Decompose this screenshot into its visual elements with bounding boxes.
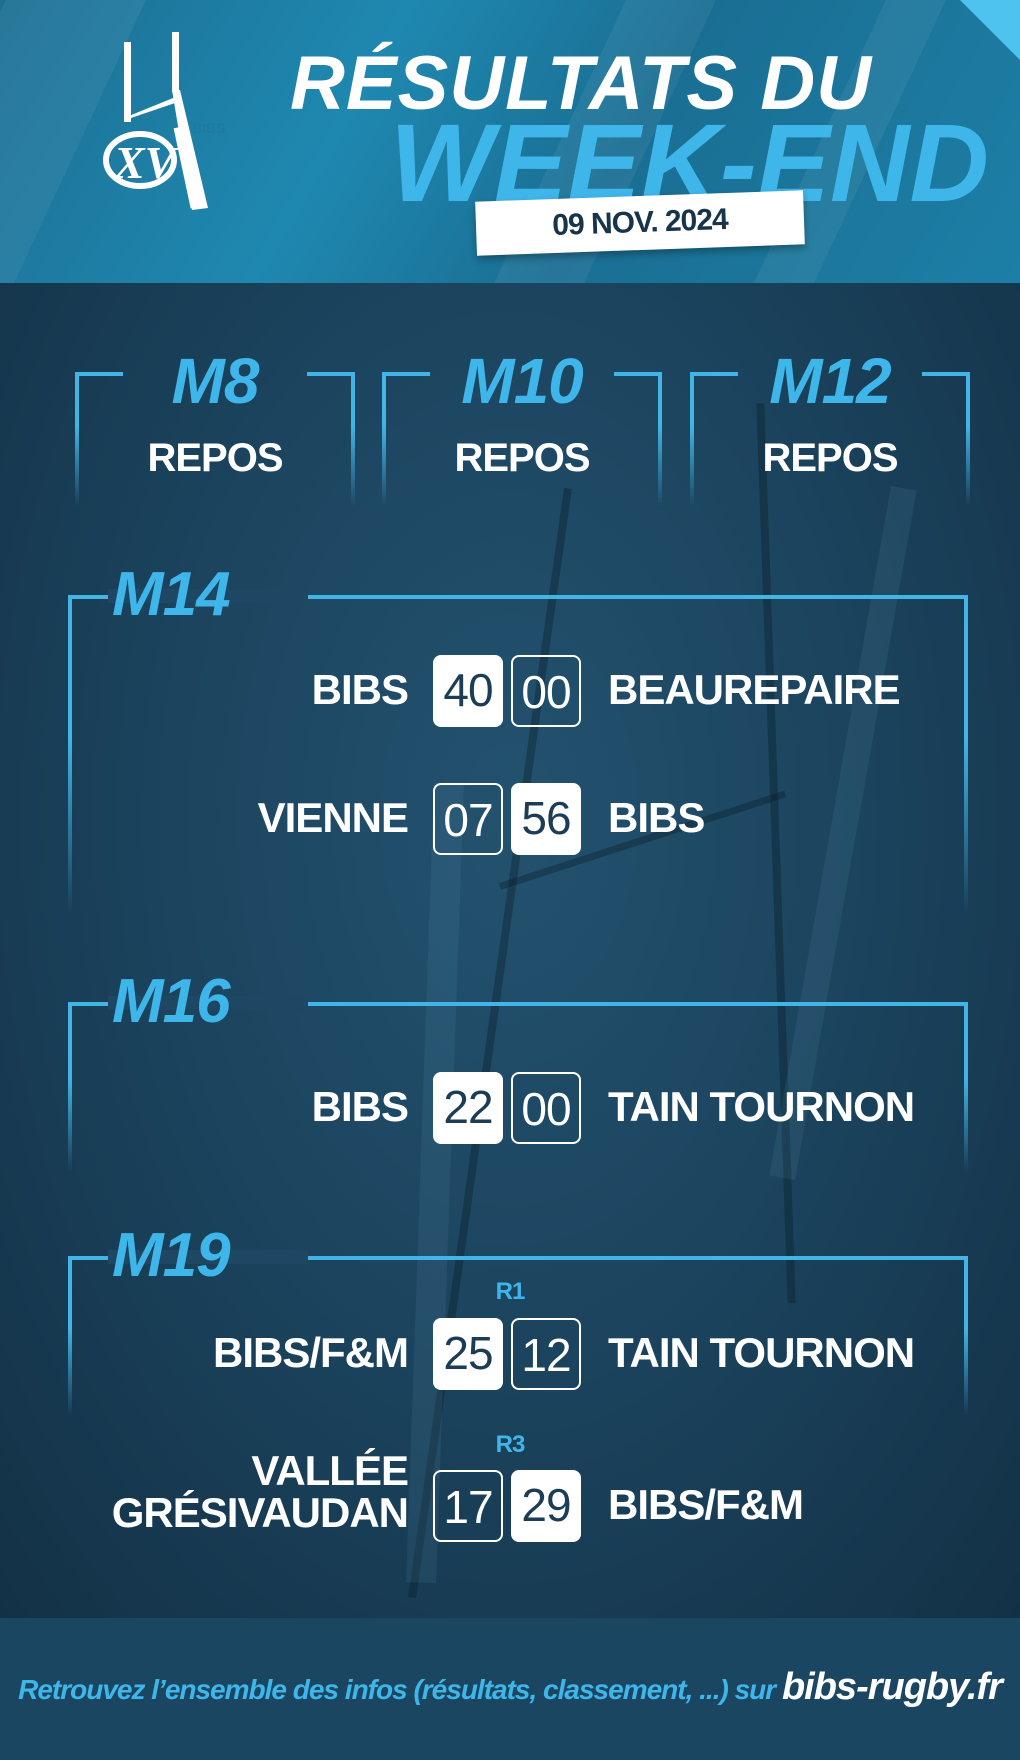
home-team: BIBS xyxy=(311,1083,409,1130)
home-team: VIENNE xyxy=(257,794,409,841)
website-link[interactable]: bibs-rugby.fr xyxy=(781,1666,1003,1708)
match-row: BIBS/F&M 25 12 TAIN TOURNON xyxy=(0,1318,1020,1398)
date-text: 09 NOV. 2024 xyxy=(551,202,729,243)
home-score: 17 xyxy=(433,1470,503,1542)
match-row: VIENNE 07 56 BIBS xyxy=(0,783,1020,863)
section-m19: M19 xyxy=(68,1221,968,1416)
home-team: VALLÉE GRÉSIVAUDAN xyxy=(111,1447,409,1536)
corner-accent xyxy=(960,0,1020,60)
match-row: VALLÉE GRÉSIVAUDAN 17 29 BIBS/F&M xyxy=(0,1450,1020,1550)
club-logo: XV xyxy=(103,32,208,210)
category-label: M8 xyxy=(171,345,260,417)
home-team: BIBS xyxy=(311,666,409,713)
away-score: 29 xyxy=(511,1470,581,1542)
round-label: R3 xyxy=(495,1431,526,1458)
home-score: 22 xyxy=(433,1072,503,1144)
away-score: 00 xyxy=(511,655,581,727)
away-score: 12 xyxy=(511,1318,581,1390)
away-team: BIBS/F&M xyxy=(608,1481,804,1528)
home-team-line: GRÉSIVAUDAN xyxy=(111,1489,409,1536)
category-m12: M12 REPOS xyxy=(690,345,970,507)
home-score: 07 xyxy=(433,783,503,855)
category-m10: M10 REPOS xyxy=(382,345,662,507)
category-m8: M8 REPOS xyxy=(75,345,355,507)
round-label: R1 xyxy=(495,1278,526,1305)
home-team-line: VALLÉE xyxy=(251,1447,409,1494)
logo-text: XV xyxy=(112,137,179,188)
category-status: REPOS xyxy=(762,436,898,480)
section-label: M16 xyxy=(112,967,231,1036)
away-score: 00 xyxy=(511,1072,581,1144)
section-m16: M16 xyxy=(68,967,968,1172)
category-status: REPOS xyxy=(454,436,590,480)
section-m14: M14 xyxy=(68,560,968,915)
away-team: TAIN TOURNON xyxy=(608,1329,915,1376)
footer-text: Retrouvez l’ensemble des infos (résultat… xyxy=(0,1666,1020,1709)
home-team: BIBS/F&M xyxy=(213,1329,409,1376)
away-team: TAIN TOURNON xyxy=(608,1083,915,1130)
match-row: BIBS 40 00 BEAUREPAIRE xyxy=(0,655,1020,735)
category-label: M12 xyxy=(769,345,892,417)
header-banner: XV BIBS RÉSULTATS DU WEEK-END 09 NOV. 20… xyxy=(0,0,1020,283)
match-row: BIBS 22 00 TAIN TOURNON xyxy=(0,1072,1020,1152)
section-label: M14 xyxy=(112,560,231,629)
results-panel xyxy=(0,283,1020,1618)
section-label: M19 xyxy=(112,1221,231,1290)
title-line-1: RÉSULTATS DU xyxy=(290,41,872,126)
footer-message: Retrouvez l’ensemble des infos (résultat… xyxy=(18,1674,776,1705)
away-team: BIBS xyxy=(608,794,705,841)
home-score: 40 xyxy=(433,655,503,727)
footer: Retrouvez l’ensemble des infos (résultat… xyxy=(0,1618,1020,1760)
logo-side-text: BIBS xyxy=(192,120,226,136)
away-score: 56 xyxy=(511,783,581,855)
category-label: M10 xyxy=(461,345,584,417)
category-status: REPOS xyxy=(147,436,283,480)
away-team: BEAUREPAIRE xyxy=(608,666,901,713)
date-badge: 09 NOV. 2024 xyxy=(475,190,805,256)
home-score: 25 xyxy=(433,1318,503,1390)
